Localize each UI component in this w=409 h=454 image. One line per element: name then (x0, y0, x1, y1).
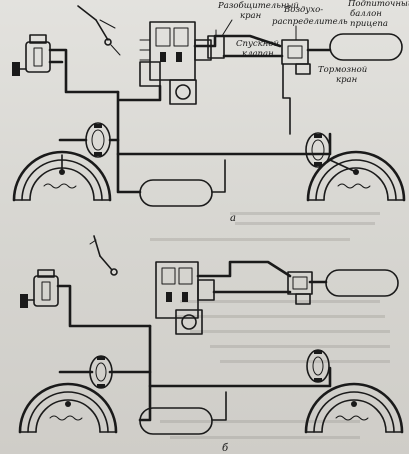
valve-block-a (139, 21, 212, 105)
trailer-reserve-tank-a (329, 33, 403, 61)
brake-pedal-lever-b (89, 235, 118, 276)
label-distributor-valve-line2: кран (240, 11, 261, 21)
air-tank-b (139, 391, 227, 435)
drum-brake-left-b (18, 382, 118, 434)
brake-chamber-left-a (85, 122, 111, 158)
label-reserve-tank-line2: баллон (350, 8, 382, 19)
pipe-main-a (193, 34, 282, 48)
label-brake-valve: Тормозной (318, 65, 367, 75)
compressor-b (20, 269, 59, 308)
air-tank-a (139, 159, 226, 207)
brake-pedal-lever-a (77, 5, 121, 56)
pipe-to-tank-a (116, 90, 142, 194)
brake-chamber-right-a (305, 132, 331, 168)
brake-chamber-right-b (306, 349, 330, 383)
label-air-divider: Воздухо- (283, 5, 323, 15)
brake-chamber-left-b (89, 355, 113, 389)
figure-label-b: б (222, 443, 229, 454)
pipe-compressor-a (48, 48, 120, 94)
label-release-valve: Спускной (236, 39, 279, 49)
label-release-valve-line2: клапан (242, 49, 274, 59)
drum-brake-left-a (12, 150, 112, 202)
compressor-a (12, 34, 51, 76)
background-text-bleed (150, 212, 390, 439)
air-distributor-b (287, 271, 313, 305)
label-distributor-valve: Разобщительный (217, 0, 299, 11)
label-reserve-tank-line3: прицепа (350, 19, 388, 29)
trailer-reserve-tank-b (325, 269, 399, 297)
figure-label-a: а (230, 213, 236, 224)
label-air-divider-line2: распределитель (272, 17, 348, 27)
valve-block-b (155, 261, 215, 335)
label-brake-valve-line2: кран (336, 75, 357, 85)
diagram-a: Разобщительный кран Воздухо- распределит… (12, 0, 409, 224)
drum-brake-right-b (304, 382, 404, 434)
label-reserve-tank: Подпиточный (347, 0, 409, 9)
air-distributor-a (281, 39, 311, 75)
drum-brake-right-a (306, 150, 406, 202)
diagram-b: б (18, 235, 404, 454)
